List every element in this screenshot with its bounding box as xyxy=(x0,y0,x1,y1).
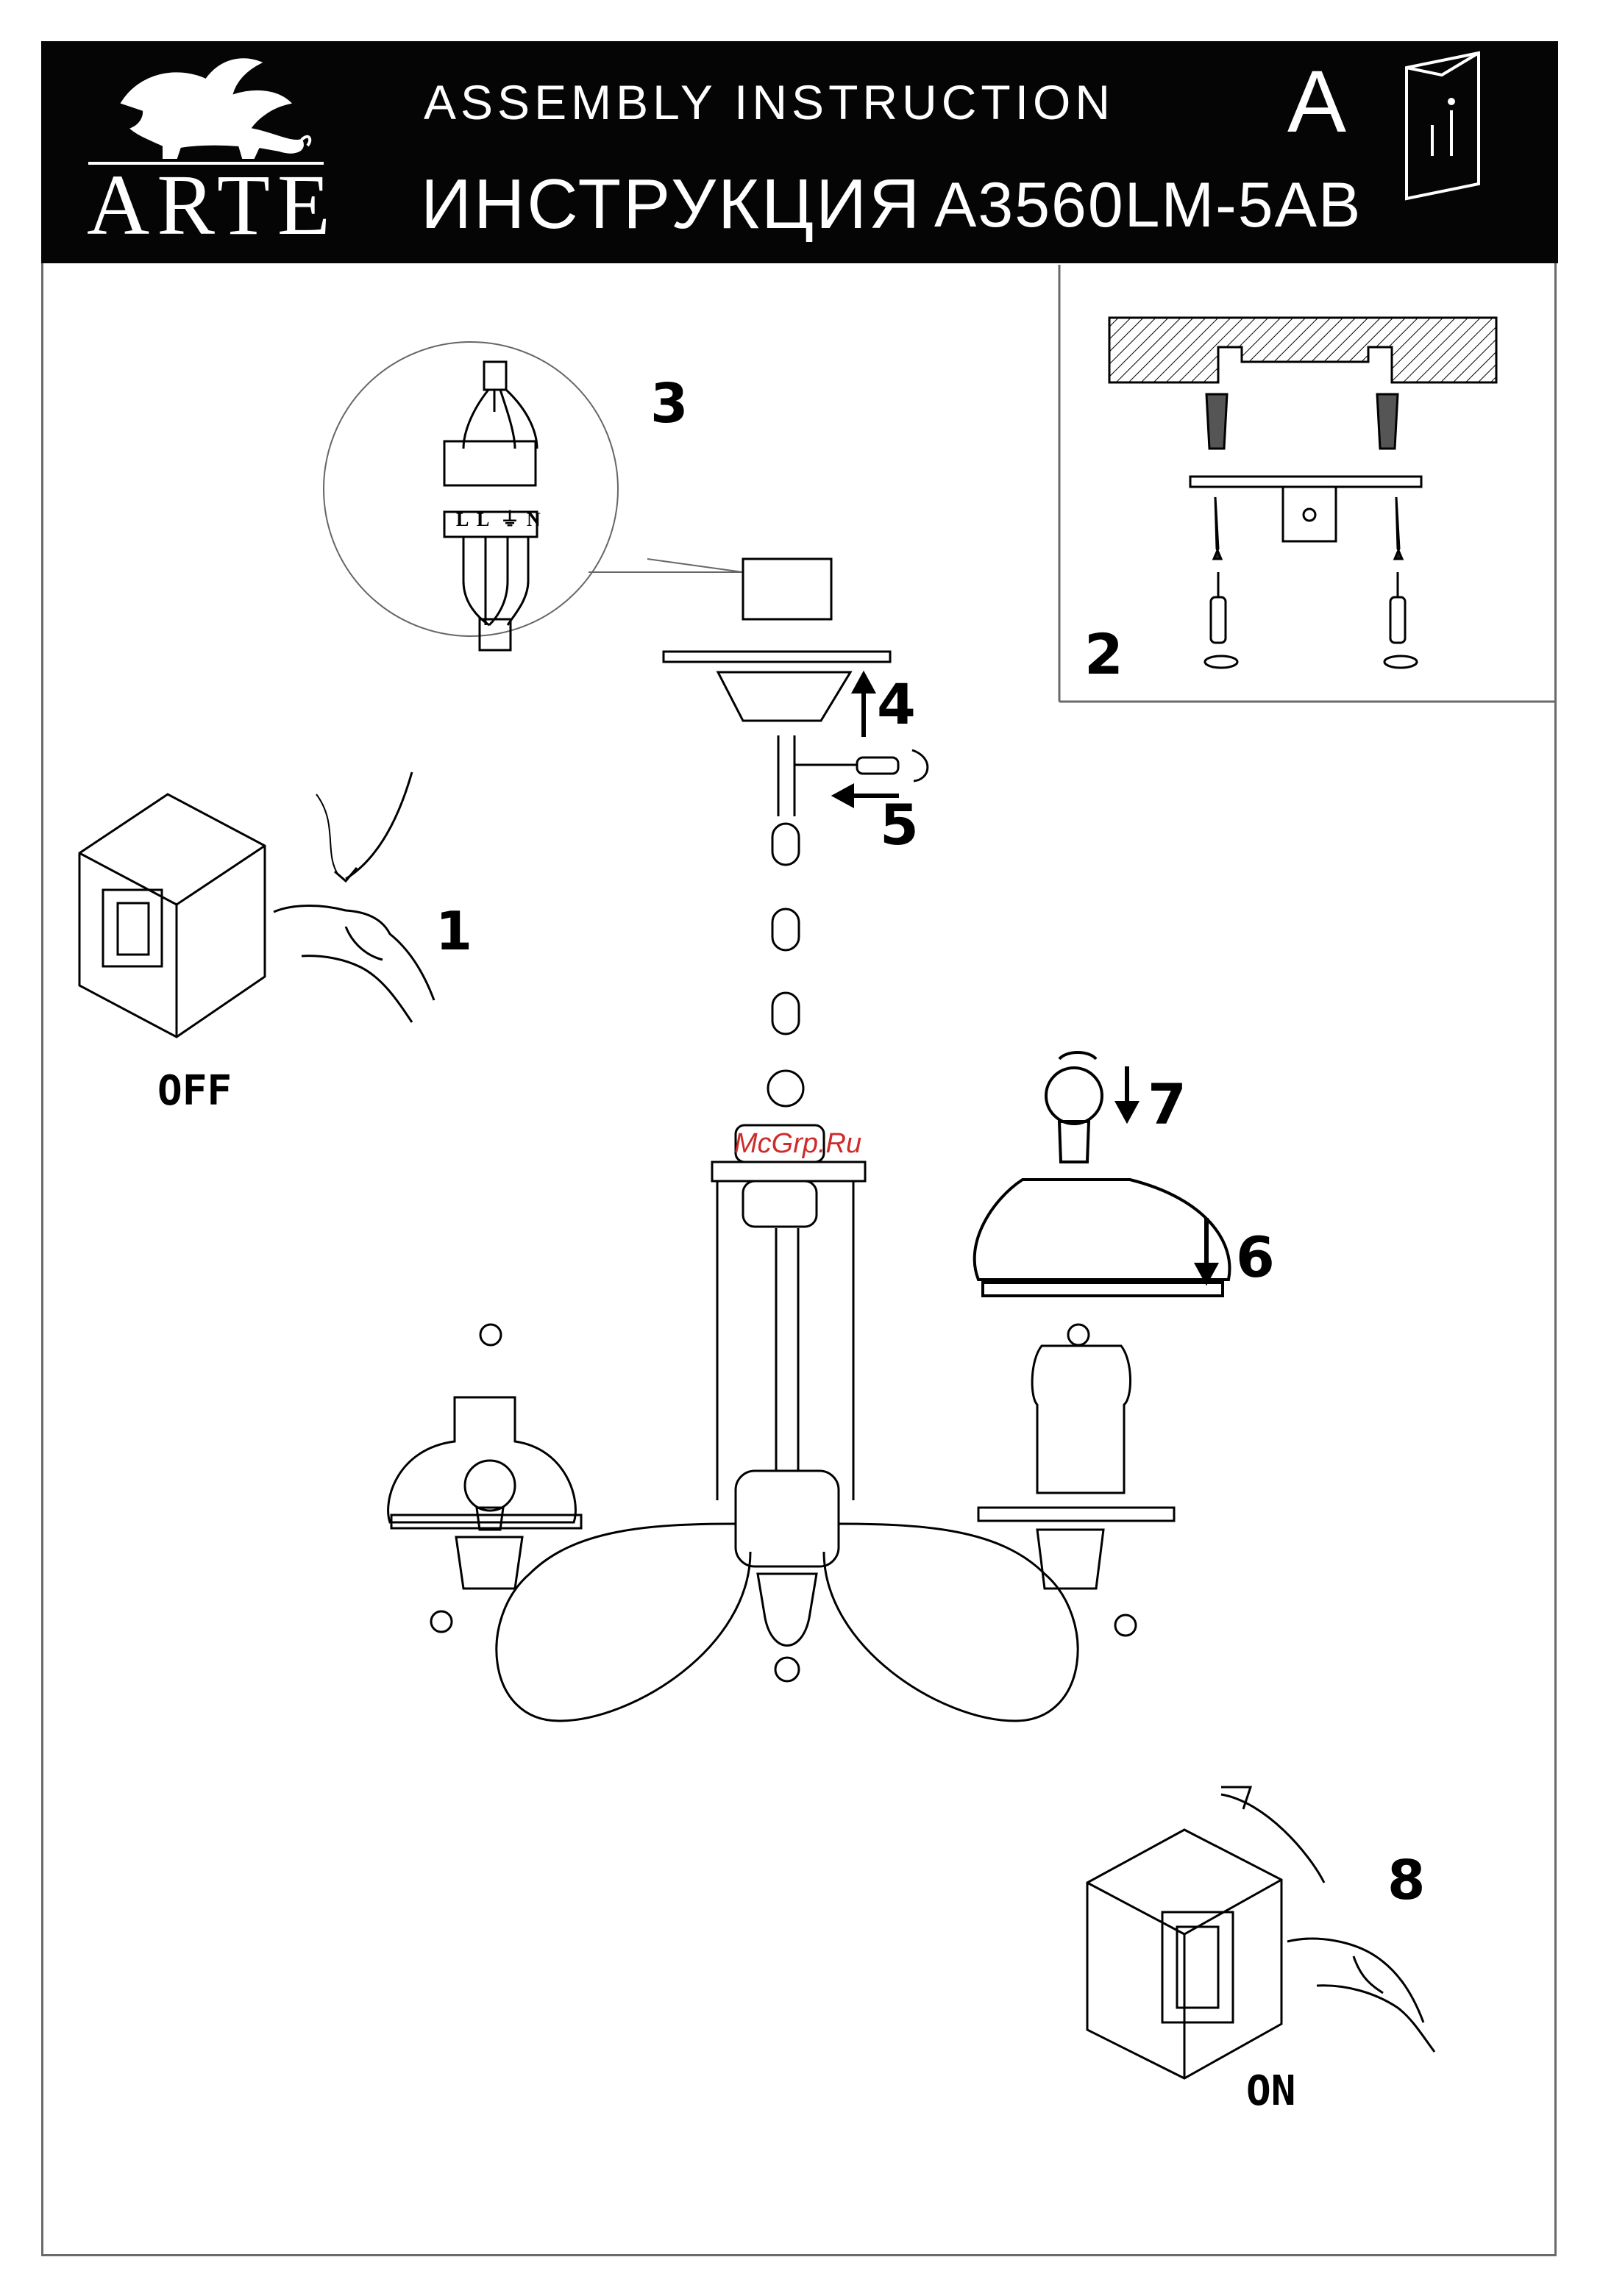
rotate-arrow-icon xyxy=(1205,656,1417,668)
ceiling-plate-icon xyxy=(664,559,890,1106)
terminal-label-l1: L xyxy=(456,510,469,530)
watermark: McGrp.Ru xyxy=(734,1130,861,1158)
switch-off-label: OFF xyxy=(157,1071,232,1112)
ground-symbol-icon: ⏚ xyxy=(500,510,519,530)
wall-switch-icon xyxy=(1087,1787,1324,2078)
screwdriver-icon xyxy=(794,750,928,781)
wall-switch-icon xyxy=(79,772,412,1037)
model-number: A3560LM-5AB xyxy=(934,174,1362,237)
title-english: ASSEMBLY INSTRUCTION xyxy=(424,78,1114,126)
title-russian: ИНСТРУКЦИЯ xyxy=(421,169,922,240)
hand-icon xyxy=(274,906,434,1023)
switch-on-label: ON xyxy=(1246,2071,1295,2112)
info-booklet-icon xyxy=(1407,53,1479,199)
bulb-icon xyxy=(1046,1052,1102,1162)
step-number-5: 5 xyxy=(880,797,919,853)
terminal-label-l2: L xyxy=(477,510,489,530)
step-number-7: 7 xyxy=(1148,1077,1187,1133)
step-number-3: 3 xyxy=(650,377,689,431)
step-number-2: 2 xyxy=(1084,627,1123,682)
hand-icon xyxy=(1287,1939,1434,2052)
step-arrows xyxy=(836,675,1215,1281)
step-number-8: 8 xyxy=(1387,1853,1426,1908)
brand-name: ARTE xyxy=(87,162,322,249)
step-number-4: 4 xyxy=(877,677,916,732)
terminal-label-n: N xyxy=(527,510,541,530)
glass-shade-icon xyxy=(975,1180,1230,1296)
lion-logo-icon xyxy=(88,59,324,163)
chandelier-icon xyxy=(388,1125,1174,1721)
sheet-letter: A xyxy=(1287,57,1346,146)
ceiling-mount-detail xyxy=(1059,265,1557,702)
step-number-1: 1 xyxy=(435,905,472,958)
step-number-6: 6 xyxy=(1236,1230,1275,1286)
screwdriver-icon xyxy=(1211,572,1405,643)
